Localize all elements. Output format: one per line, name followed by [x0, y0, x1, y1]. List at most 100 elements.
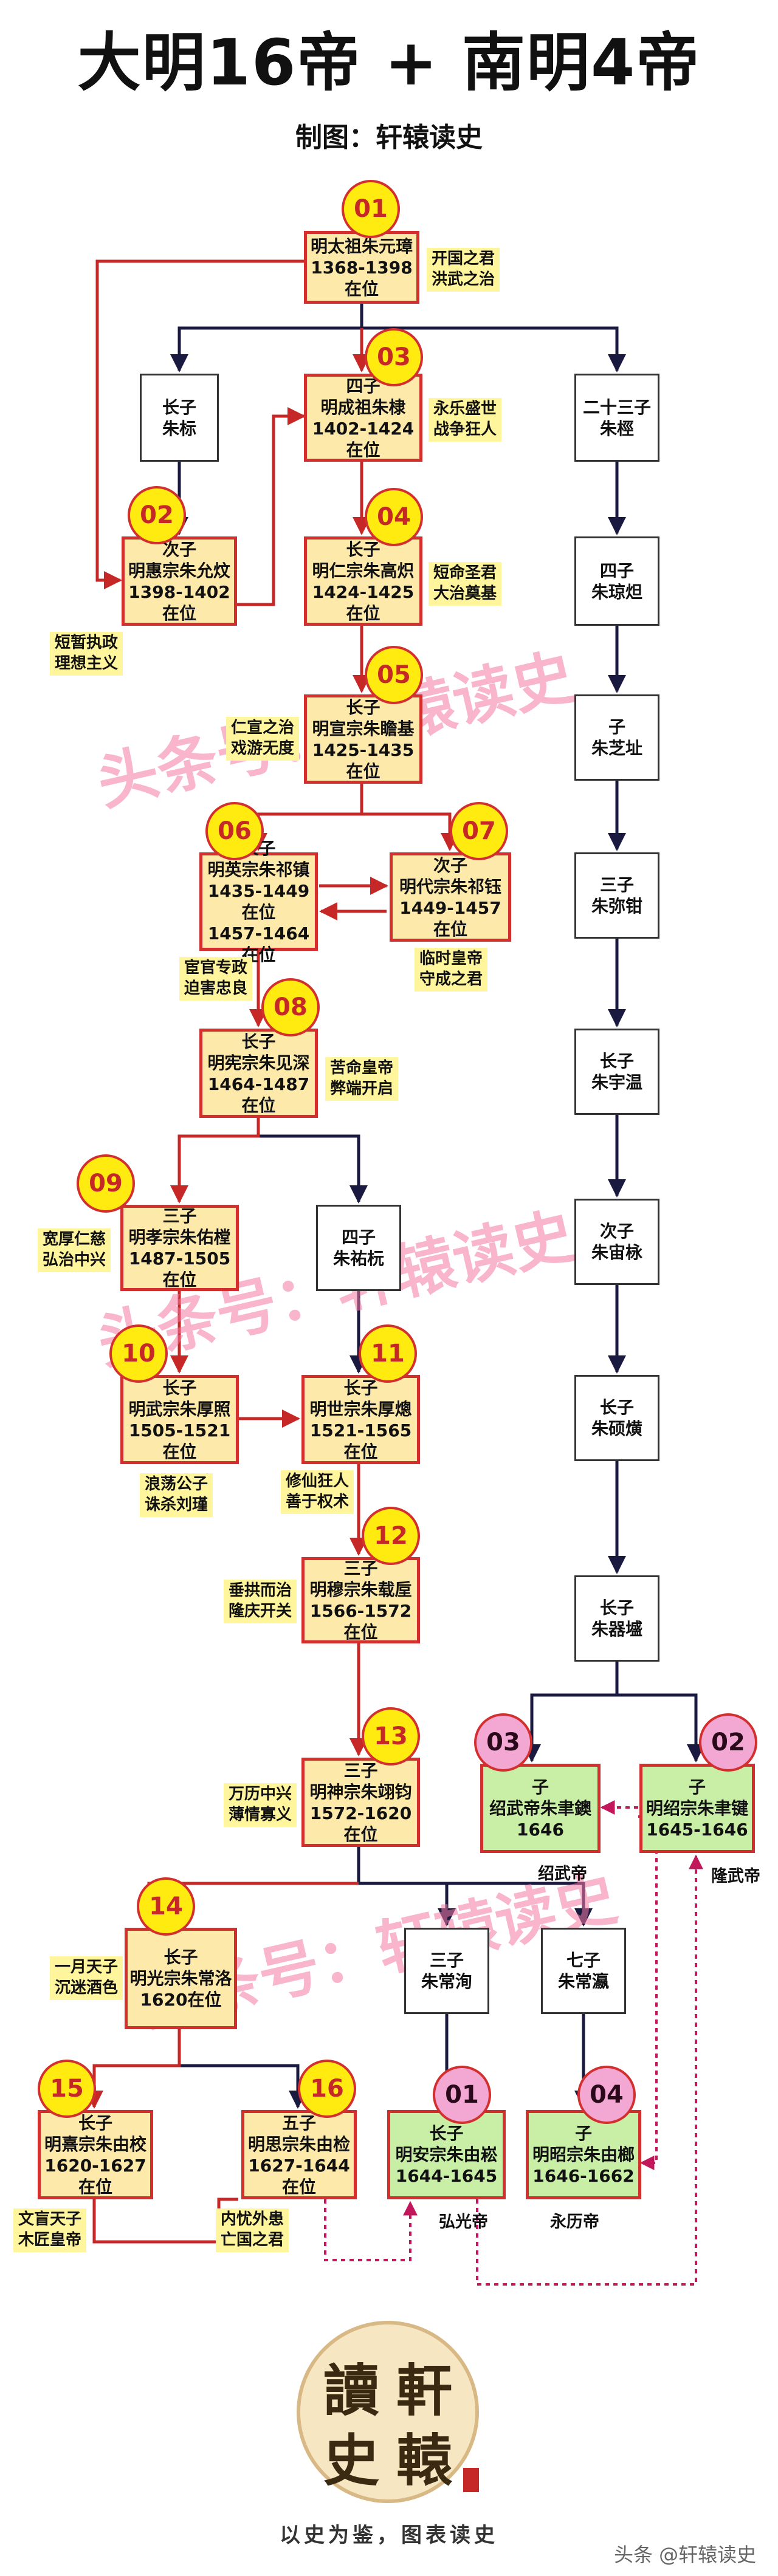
line-guangzong-sizong [177, 2029, 307, 2109]
seal-char: 讀 [323, 2358, 380, 2424]
box-line: 1402-1424在位 [312, 418, 415, 460]
box-line: 明光宗朱常洛 [129, 1968, 232, 1989]
box-zhuchangxun: 三子 朱常洵 [404, 1928, 489, 2014]
line-xianzong-xiaozong [170, 1118, 260, 1204]
south-badge-03: 03 [474, 1713, 532, 1772]
box-line: 朱常瀛 [557, 1971, 609, 1992]
box-zhuzhen: 二十三子 朱桱 [574, 374, 659, 462]
badge-13: 13 [362, 1707, 420, 1766]
box-line: 三子 [162, 1206, 197, 1226]
note-line: 万历中兴 [228, 1785, 292, 1803]
south-badge-02: 02 [699, 1713, 757, 1772]
note-shizong: 修仙狂人 善于权术 [281, 1470, 354, 1514]
box-line: 绍武帝朱聿鐭 [489, 1798, 591, 1818]
seal-char: 史 [323, 2428, 380, 2493]
note-line: 短暂执政 [54, 634, 118, 652]
box-line: 明思宗朱由检 [247, 2134, 350, 2154]
note-line: 一月天子 [54, 1958, 118, 1976]
box-line: 朱宙栐 [591, 1242, 642, 1262]
badge-03: 03 [365, 328, 423, 386]
note-xiaozong: 宽厚仁慈 弘治中兴 [38, 1228, 111, 1272]
note-renzong: 短命圣君 大治奠基 [429, 562, 501, 606]
box-daizong: 次子 明代宗朱祁钰 1449-1457在位 [390, 852, 511, 942]
box-line: 朱弥钳 [591, 896, 642, 916]
south-badge-01: 01 [433, 2066, 491, 2124]
line-xianzong-youyuan [256, 1118, 368, 1204]
box-line: 长子 [343, 1377, 378, 1398]
logo-seal: 讀 軒 史 轅 [297, 2321, 479, 2503]
box-shenzong: 三子 明神宗朱翊钧 1572-1620在位 [301, 1758, 420, 1847]
box-line: 三子 [599, 875, 634, 895]
badge-07: 07 [450, 802, 508, 860]
box-line: 长子 [599, 1397, 634, 1417]
note-taizu: 开国之君 洪武之治 [427, 248, 500, 292]
box-line: 1627-1644在位 [248, 2155, 350, 2197]
seal-char: 軒 [396, 2358, 453, 2424]
note-xizong: 文盲天子 木匠皇帝 [13, 2208, 86, 2252]
line-huizong-chengzu [237, 407, 306, 606]
note-line: 木匠皇帝 [18, 2230, 81, 2249]
badge-02: 02 [128, 486, 186, 544]
box-xiaozong: 三子 明孝宗朱佑樘 1487-1505在位 [120, 1205, 239, 1291]
box-zhuyuwen: 长子 朱宇温 [574, 1029, 659, 1115]
box-line: 长子 [78, 2112, 112, 2133]
badge-11: 11 [359, 1324, 417, 1383]
note-line: 文盲天子 [18, 2210, 81, 2228]
box-renzong: 长子 明仁宗朱高炽 1424-1425在位 [304, 536, 422, 626]
box-line: 明仁宗朱高炽 [312, 560, 415, 581]
badge-08: 08 [261, 978, 320, 1036]
box-xizong: 长子 明熹宗朱由校 1620-1627在位 [38, 2110, 153, 2199]
footer-attribution[interactable]: 头条 @轩辕读史 [614, 2543, 757, 2566]
box-line: 明穆宗朱载垕 [309, 1580, 412, 1600]
box-zhubiao: 长子 朱标 [140, 374, 219, 462]
box-line: 明英宗朱祁镇 [207, 860, 310, 880]
box-taizu: 明太祖朱元璋 1368-1398在位 [304, 231, 419, 304]
note-muzong: 垂拱而治 隆庆开关 [224, 1580, 297, 1623]
box-line: 五子 [281, 2112, 316, 2133]
note-line: 戏游无度 [230, 739, 294, 758]
box-line: 1646 [517, 1820, 564, 1840]
note-line: 薄情寡义 [228, 1805, 292, 1824]
box-wuzong: 长子 明武宗朱厚照 1505-1521在位 [120, 1375, 239, 1464]
label-hongguang: 弘光帝 [439, 2213, 488, 2232]
box-line: 1521-1565在位 [309, 1420, 412, 1462]
note-line: 诛杀刘瑾 [144, 1495, 208, 1514]
box-line: 三子 [343, 1760, 378, 1781]
box-line: 明孝宗朱佑樘 [128, 1227, 231, 1247]
box-line: 明昭宗朱由榔 [532, 2145, 635, 2165]
box-line: 子 [688, 1777, 706, 1797]
badge-04: 04 [365, 488, 423, 546]
label-shaowu: 绍武帝 [538, 1865, 587, 1883]
box-line: 明武宗朱厚照 [128, 1399, 231, 1419]
box-line: 明太祖朱元璋 [310, 236, 413, 256]
box-line: 次子 [599, 1221, 634, 1241]
line-zhuqiyong-south [523, 1662, 619, 1762]
box-zhuqiyong: 长子 朱器墭 [574, 1575, 659, 1662]
badge-01: 01 [342, 180, 400, 238]
box-line: 明安宗朱由崧 [395, 2145, 498, 2165]
note-line: 宦官专政 [184, 959, 247, 977]
line-taizu-zhuzhen [362, 326, 626, 372]
note-line: 亡国之君 [220, 2230, 284, 2249]
note-line: 开国之君 [431, 250, 495, 268]
box-line: 明宪宗朱见深 [207, 1052, 310, 1073]
note-line: 善于权术 [285, 1492, 349, 1511]
box-line: 1487-1505在位 [128, 1249, 231, 1290]
box-line: 二十三子 [582, 397, 651, 417]
box-line: 1457-1464在位 [207, 923, 310, 965]
box-zhuzhouzhu: 次子 朱宙栐 [574, 1199, 659, 1285]
box-line: 明绍宗朱聿键 [645, 1798, 748, 1818]
note-line: 大治奠基 [433, 584, 497, 603]
badge-15: 15 [38, 2060, 96, 2118]
box-line: 长子 [599, 1051, 634, 1071]
box-line: 朱芝址 [591, 738, 642, 758]
box-line: 1449-1457在位 [399, 897, 501, 939]
note-guangzong: 一月天子 沉迷酒色 [50, 1956, 123, 2000]
box-line: 1646-1662 [532, 2166, 635, 2186]
box-zhaozong: 子 明昭宗朱由榔 1646-1662 [526, 2110, 641, 2199]
box-guangzong: 长子 明光宗朱常洛 1620在位 [125, 1928, 237, 2029]
note-line: 短命圣君 [433, 564, 497, 582]
note-line: 弊端开启 [329, 1079, 393, 1098]
line-guangzong-xizong [85, 2029, 181, 2109]
line-taizu-branch [170, 304, 363, 372]
